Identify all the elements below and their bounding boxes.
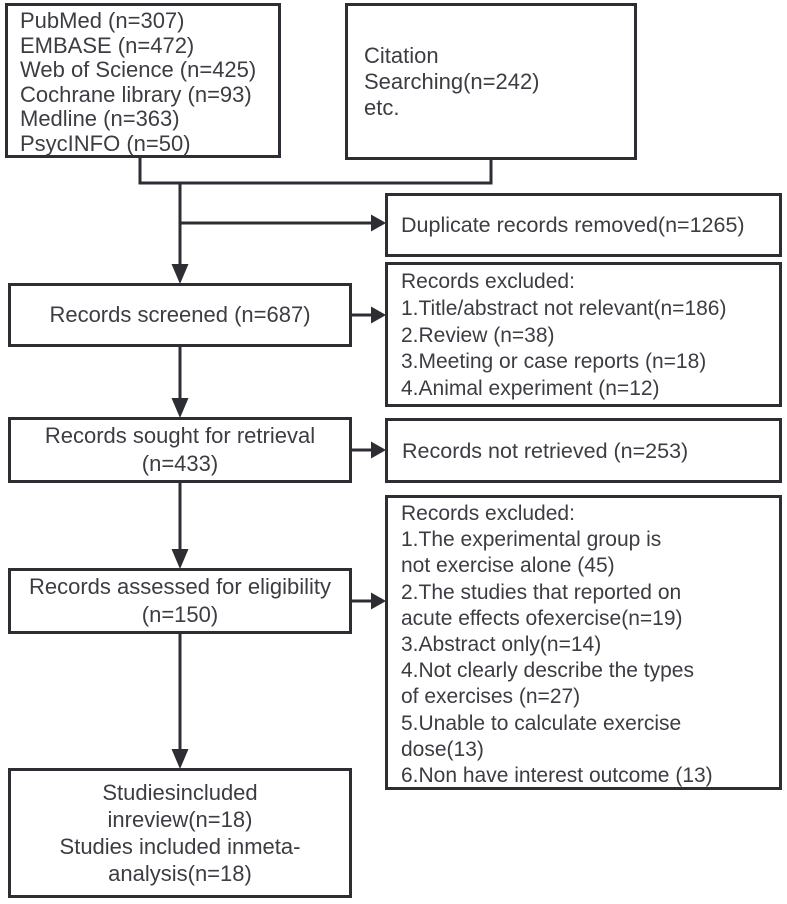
- arrowhead-down-screened: [171, 264, 189, 284]
- records-screened-text: Records screened (n=687): [49, 302, 311, 327]
- box-records-assessed-eligibility: Records assessed for eligibility (n=150): [8, 568, 352, 634]
- records-excluded-screening-text: Records excluded: 1.Title/abstract not r…: [401, 270, 727, 401]
- box-database-sources: PubMed (n=307) EMBASE (n=472) Web of Sci…: [5, 3, 281, 158]
- records-sought-retrieval-text: Records sought for retrieval (n=433): [44, 423, 316, 476]
- arrowhead-down-sought: [171, 398, 189, 418]
- box-records-screened: Records screened (n=687): [8, 283, 352, 347]
- records-excluded-eligibility-text: Records excluded: 1.The experimental gro…: [401, 502, 713, 788]
- box-records-excluded-eligibility: Records excluded: 1.The experimental gro…: [385, 495, 782, 790]
- citation-searching-text: Citation Searching(n=242) etc.: [364, 42, 540, 120]
- box-citation-searching: Citation Searching(n=242) etc.: [345, 3, 637, 160]
- box-records-not-retrieved: Records not retrieved (n=253): [385, 418, 782, 483]
- arrowhead-right-excluded-screening: [371, 306, 386, 324]
- database-sources-text: PubMed (n=307) EMBASE (n=472) Web of Sci…: [20, 8, 257, 156]
- arrowhead-right-duplicates: [371, 214, 386, 232]
- box-records-sought-retrieval: Records sought for retrieval (n=433): [8, 417, 352, 483]
- arrowhead-right-excluded-eligibility: [371, 592, 386, 610]
- records-not-retrieved-text: Records not retrieved (n=253): [402, 438, 689, 463]
- arrowhead-down-included: [171, 749, 189, 769]
- box-duplicates-removed: Duplicate records removed(n=1265): [385, 193, 782, 257]
- box-studies-included: Studiesincluded inreview(n=18) Studies i…: [8, 768, 352, 898]
- studies-included-text: Studiesincluded inreview(n=18) Studies i…: [59, 780, 301, 886]
- arrowhead-down-assessed: [171, 549, 189, 569]
- duplicates-removed-text: Duplicate records removed(n=1265): [401, 213, 745, 237]
- arrowhead-right-notretrieved: [371, 441, 386, 459]
- box-records-excluded-screening: Records excluded: 1.Title/abstract not r…: [385, 262, 782, 407]
- records-assessed-eligibility-text: Records assessed for eligibility (n=150): [28, 574, 332, 627]
